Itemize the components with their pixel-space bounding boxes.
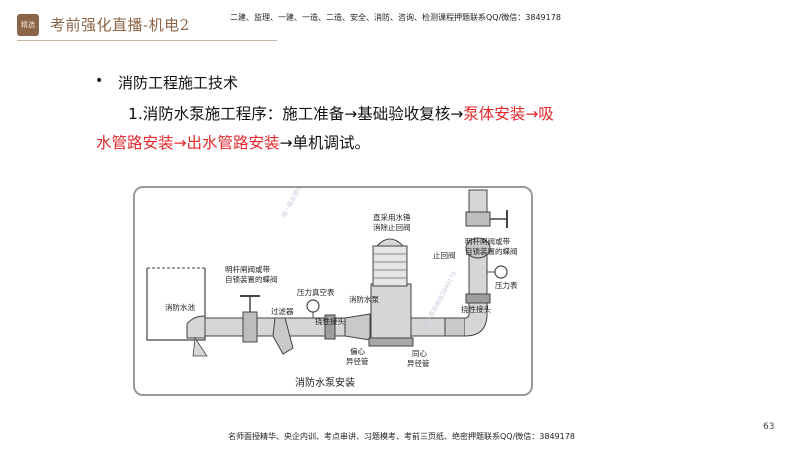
procedure-highlight-2: 水管路安装→出水管路安装 xyxy=(96,134,280,152)
label-valve-right-1: 明杆闸阀或带 xyxy=(465,236,510,246)
label-pump: 消防水泵 xyxy=(349,294,379,304)
label-hammer-1: 直采用水锤 xyxy=(373,212,411,222)
section-heading: 消防工程施工技术 xyxy=(118,74,239,92)
label-concentric-2: 异径管 xyxy=(407,358,430,368)
label-flex-right: 挠性接头 xyxy=(461,304,491,314)
course-title: 考前强化直播-机电2 xyxy=(50,16,190,34)
label-concentric-1: 同心 xyxy=(412,349,427,358)
diagram-caption: 消防水泵安装 xyxy=(295,376,355,389)
label-check-valve: 止回阀 xyxy=(433,250,456,260)
diagram-canvas: 消防水池 明杆闸阀或带 自锁装置的蝶阀 过滤器 压力真空表 挠性接头 偏心 异径… xyxy=(146,188,518,389)
header-divider xyxy=(17,40,277,41)
label-valve-left-2: 自锁装置的蝶阀 xyxy=(225,274,278,284)
label-eccentric-2: 异径管 xyxy=(346,356,369,366)
label-eccentric-1: 偏心 xyxy=(350,346,365,356)
watermark-1: 唯一联系微信3849178 xyxy=(280,188,317,219)
page-number: 63 xyxy=(763,422,775,432)
procedure-prefix: 1.消防水泵施工程序：施工准备→基础验收复核→ xyxy=(128,105,464,123)
footer-contact-text: 名师面授精华、央企内训、考点串讲、习题模考、考前三页纸、绝密押题联系QQ/微信：… xyxy=(228,432,575,441)
procedure-line-1: 1.消防水泵施工程序：施工准备→基础验收复核→泵体安装→吸 xyxy=(128,102,554,124)
label-filter: 过滤器 xyxy=(271,306,294,316)
label-vacuum-gauge: 压力真空表 xyxy=(297,287,335,297)
procedure-highlight-1: 泵体安装→吸 xyxy=(463,105,554,123)
pump-installation-diagram: 消防水池 明杆闸阀或带 自锁装置的蝶阀 过滤器 压力真空表 挠性接头 偏心 异径… xyxy=(133,186,533,396)
label-valve-right-2: 自锁装置的蝶阀 xyxy=(465,246,518,256)
label-pressure-gauge: 压力表 xyxy=(495,280,518,290)
label-hammer-2: 消除止回阀 xyxy=(373,222,411,232)
procedure-line-2: 水管路安装→出水管路安装→单机调试。 xyxy=(96,131,370,153)
bullet-dot: • xyxy=(95,73,104,89)
header-contact-text: 二建、监理、一建、一造、二造、安全、消防、咨询、检测课程押题联系QQ/微信：38… xyxy=(230,13,561,22)
label-flex-left: 挠性接头 xyxy=(315,316,345,326)
label-valve-left-1: 明杆闸阀或带 xyxy=(225,264,270,274)
logo-badge: 精选 xyxy=(17,14,39,36)
procedure-suffix: →单机调试。 xyxy=(279,134,371,152)
label-tank: 消防水池 xyxy=(165,302,195,312)
